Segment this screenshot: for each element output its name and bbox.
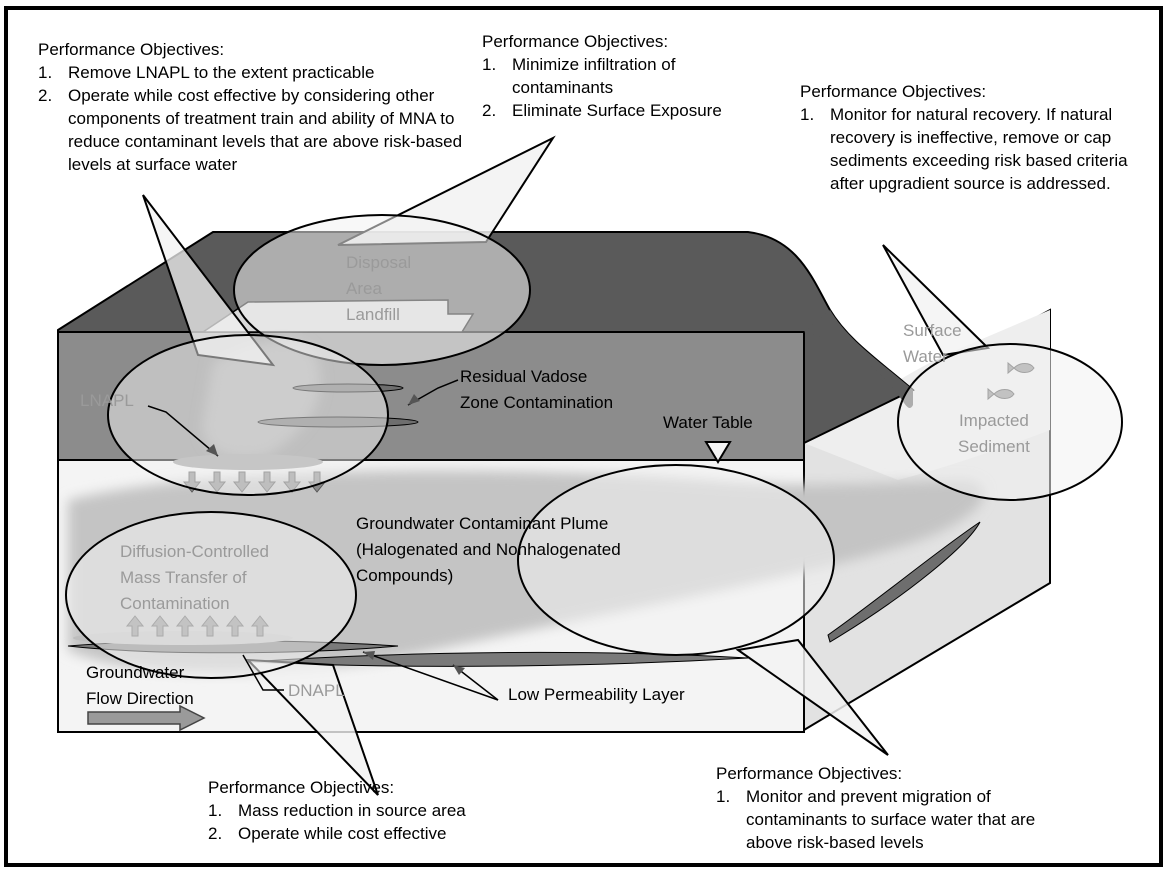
objectives-heading: Performance Objectives: [208, 778, 395, 797]
groundwater-flow-arrow [87, 704, 206, 732]
objectives-plume: Performance Objectives: 1.Monitor and pr… [716, 762, 1116, 854]
objectives-sediment: Performance Objectives: 1.Monitor for na… [800, 80, 1140, 195]
objectives-heading: Performance Objectives: [800, 82, 987, 101]
mound-edge [804, 310, 913, 408]
objective-item: 1.Monitor for natural recovery. If natur… [800, 105, 1128, 193]
sediment-streak [827, 521, 981, 643]
callout-landfill [233, 135, 556, 366]
label-diffusion: Diffusion-Controlled Mass Transfer of Co… [120, 542, 269, 613]
label-dnapl: DNAPL [288, 681, 345, 700]
callout-lnapl [107, 194, 389, 496]
objectives-heading: Performance Objectives: [482, 32, 669, 51]
label-disposal-area: Disposal Area Landfill [346, 253, 412, 324]
objective-item: 1.Mass reduction in source area [208, 801, 466, 820]
callout-plume [517, 464, 889, 756]
label-gw-flow: Groundwater Flow Direction [86, 663, 194, 708]
objectives-landfill: Performance Objectives: 1.Minimize infil… [482, 30, 782, 122]
label-low-permeability: Low Permeability Layer [508, 685, 685, 704]
label-lnapl: LNAPL [80, 391, 134, 410]
callout-sediment [882, 244, 1123, 501]
objectives-heading: Performance Objectives: [716, 764, 903, 783]
diagram-frame: Performance Objectives: 1.Remove LNAPL t… [4, 6, 1163, 867]
objectives-source-dnapl: Performance Objectives: 1.Mass reduction… [208, 776, 568, 845]
objective-item: 1.Remove LNAPL to the extent practicable [38, 63, 375, 82]
label-impacted-sediment: Impacted Sediment [958, 411, 1030, 456]
label-surface-water: Surface Water [903, 321, 962, 366]
site-conceptual-model [57, 135, 1123, 796]
label-gw-plume: Groundwater Contaminant Plume (Halogenat… [356, 514, 621, 585]
objectives-heading: Performance Objectives: [38, 40, 225, 59]
objective-item: 2.Operate while cost effective [208, 824, 447, 843]
objective-item: 2.Eliminate Surface Exposure [482, 101, 722, 120]
callout-diffusion [65, 511, 379, 796]
water-table-marker [704, 441, 732, 464]
objective-item: 1.Minimize infiltration of contaminants [482, 55, 676, 97]
objective-item: 2.Operate while cost effective by consid… [38, 86, 463, 174]
label-residual-vadose: Residual Vadose Zone Contamination [460, 367, 614, 412]
leader-arrowheads [206, 394, 465, 675]
objective-item: 1.Monitor and prevent migration of conta… [716, 787, 1036, 852]
objectives-source-lnapl: Performance Objectives: 1.Remove LNAPL t… [38, 38, 478, 176]
label-water-table: Water Table [663, 413, 753, 432]
